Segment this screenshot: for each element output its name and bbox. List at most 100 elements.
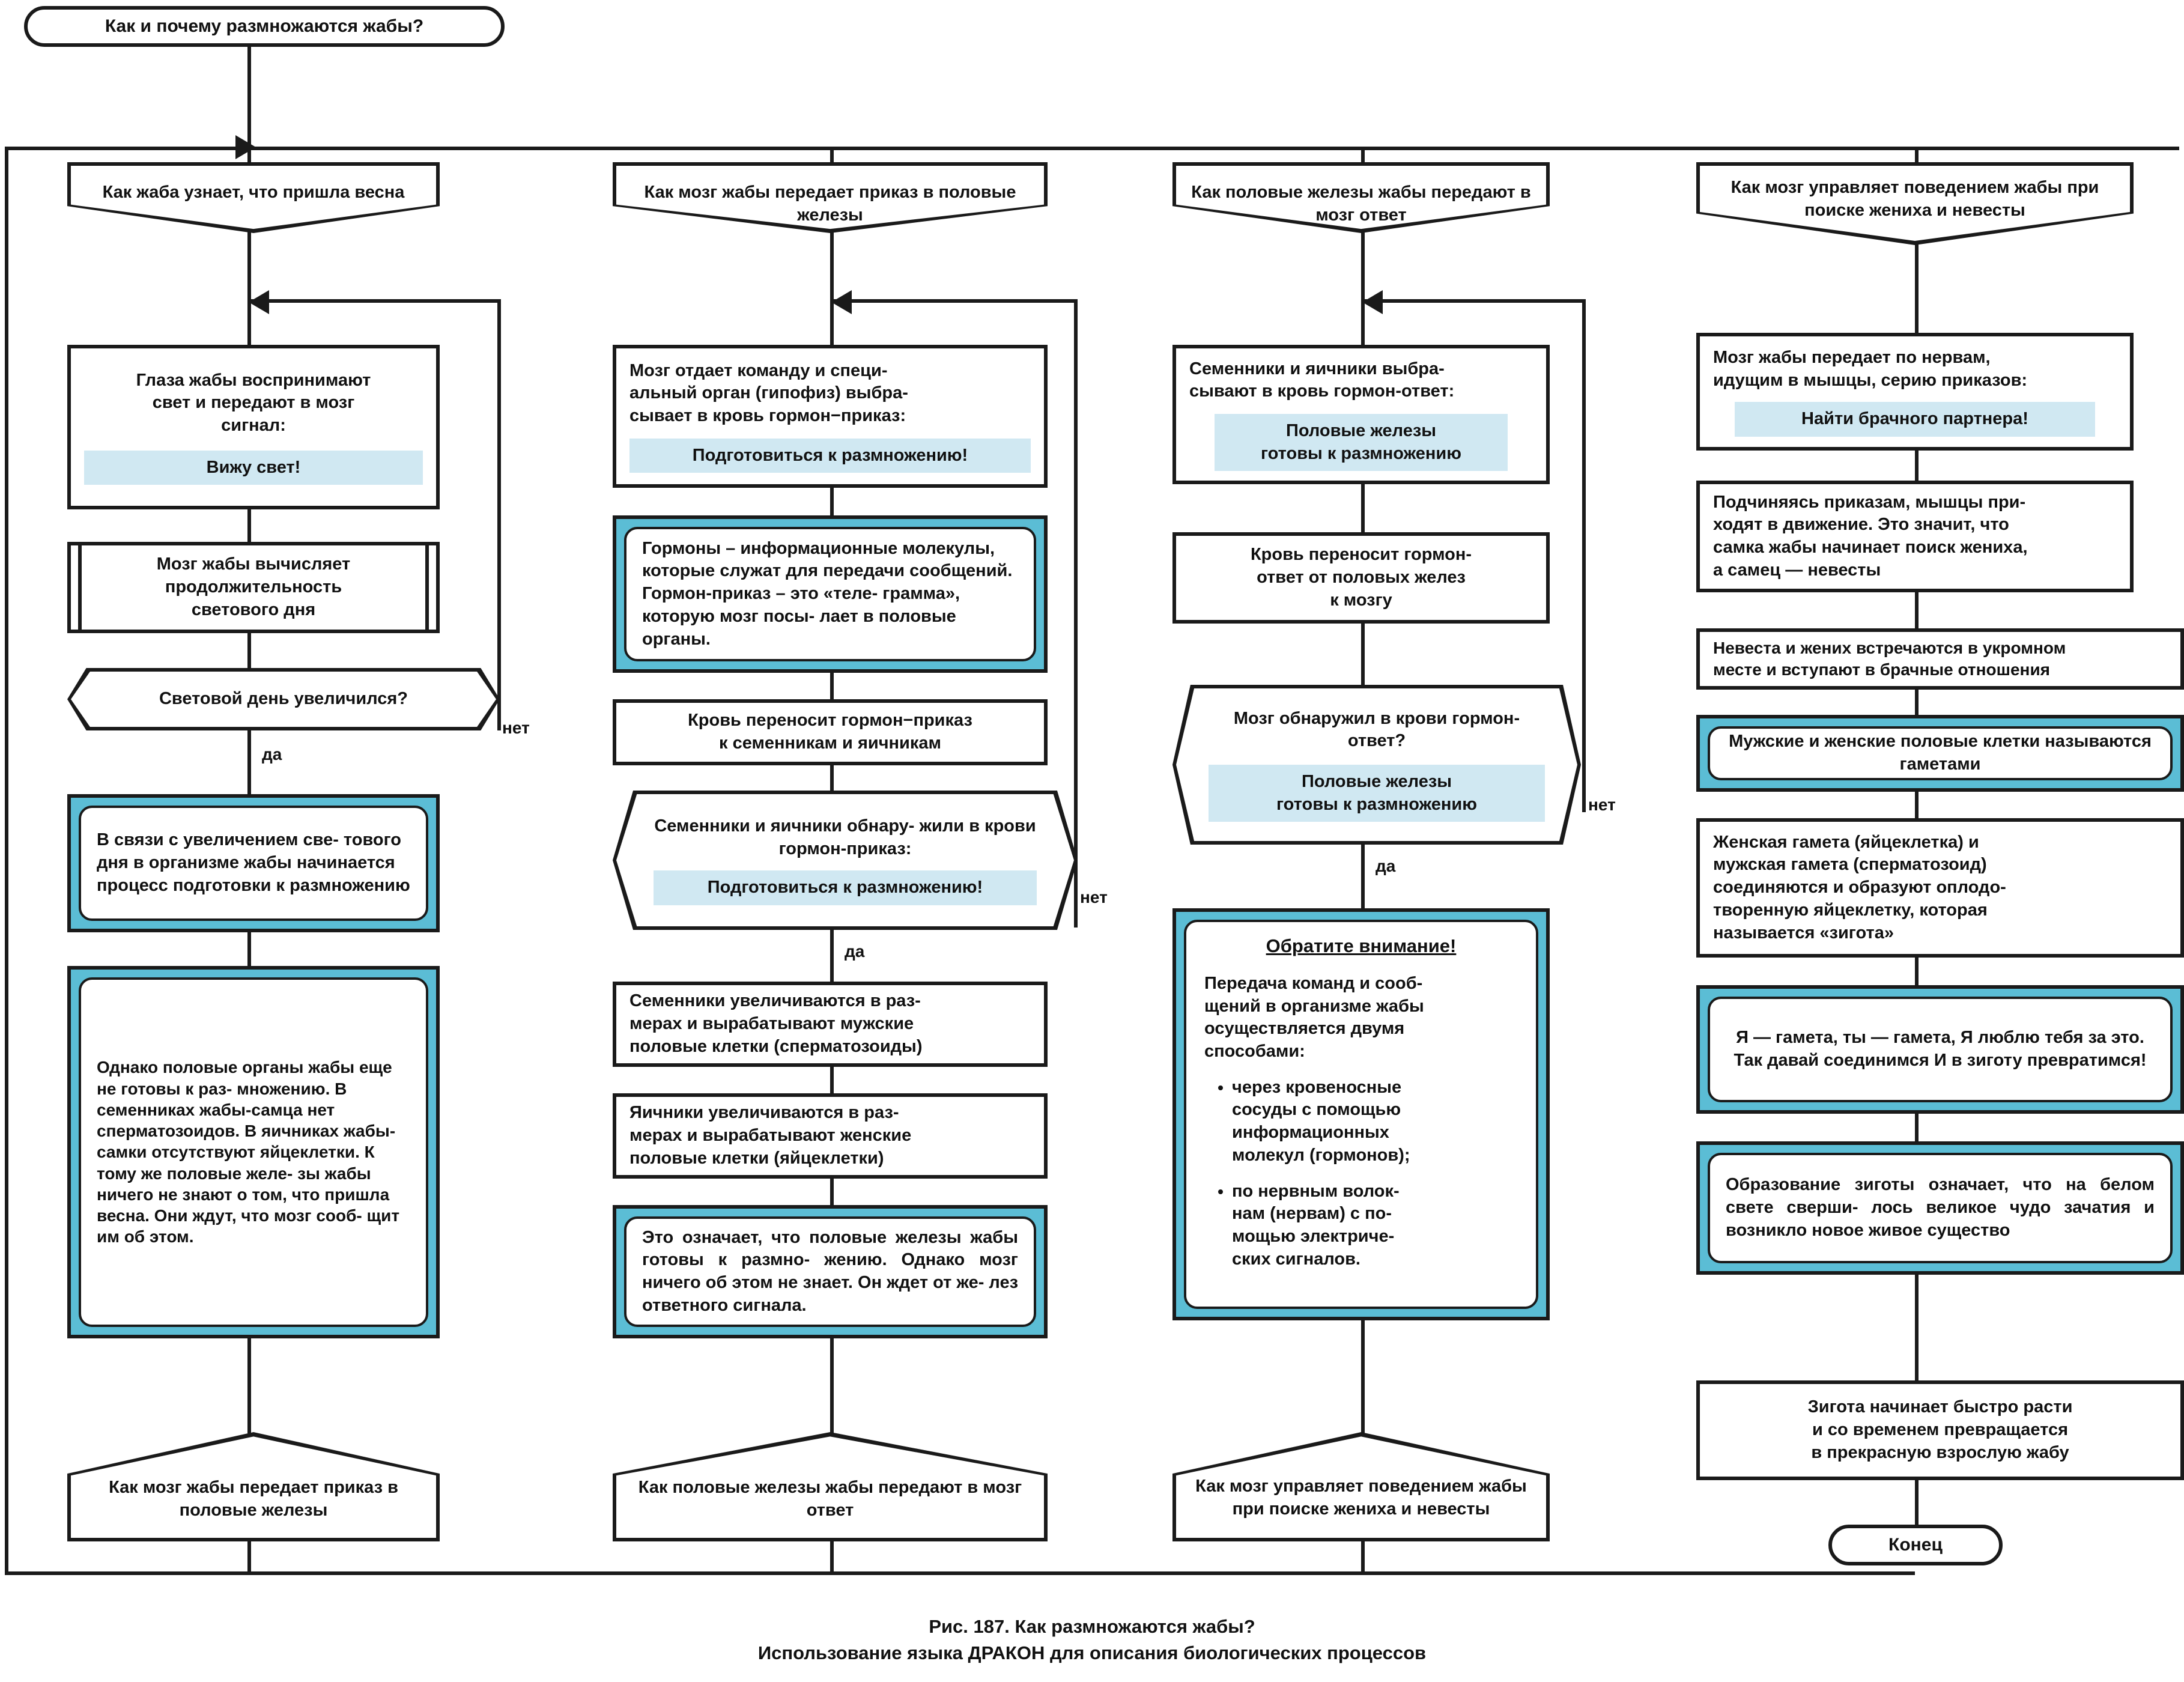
branch-label-no-b1: нет	[502, 718, 530, 737]
start-terminator: Как и почему размножаются жабы?	[24, 6, 505, 47]
remark-gamete-poem[interactable]: Я — гамета, ты — гамета, Я люблю тебя за…	[1696, 985, 2184, 1114]
message-see-light: Вижу свет!	[84, 450, 423, 485]
action-eyes-text: Глаза жабы воспринимают свет и передают …	[136, 370, 371, 435]
message-prepare-reproduction-2: Подготовиться к размножению!	[654, 870, 1037, 905]
remark-zygote-miracle[interactable]: Образование зиготы означает, что на бело…	[1696, 1141, 2184, 1275]
branch-header-2-label: Как мозг жабы передает приказ в половые …	[644, 183, 1016, 225]
action-muscles-move-text: Подчиняясь приказам, мышцы при- ходят в …	[1713, 492, 2028, 580]
connector-b3-loop-vertical	[1582, 299, 1586, 812]
action-brain-nerve-orders[interactable]: Мозг жабы передает по нервам, идущим в м…	[1696, 333, 2134, 451]
connector-b3-loop-top	[1361, 299, 1586, 303]
action-glands-release-hormone[interactable]: Семенники и яичники выбра- сывают в кров…	[1172, 345, 1550, 484]
remark-preparation-start[interactable]: В связи с увеличением све- тового дня в …	[67, 794, 440, 932]
connector-b2-5	[830, 1179, 834, 1206]
action-brain-hormone-text: Мозг отдает команду и специ- альный орга…	[629, 360, 908, 425]
question-brain-detected-answer-text: Мозг обнаружил в крови гормон-ответ?	[1233, 708, 1520, 751]
branch-label-yes-b3: да	[1376, 857, 1396, 875]
start-label: Как и почему размножаются жабы?	[105, 16, 424, 36]
action-zygote-grows[interactable]: Зигота начинает быстро расти и со времен…	[1696, 1380, 2184, 1480]
connector-b2-loop-top	[830, 299, 1078, 303]
action-blood-carries-answer[interactable]: Кровь переносит гормон- ответ от половых…	[1172, 532, 1550, 624]
action-bride-groom-meet-text: Невеста и жених встречаются в укромном м…	[1713, 638, 2066, 679]
question-glands-detected-command[interactable]: Семенники и яичники обнару- жили в крови…	[613, 791, 1078, 930]
message-glands-ready-1: Половые железы готовы к размножению	[1215, 414, 1508, 472]
branch-header-4-label: Как мозг управляет поведением жабы при п…	[1731, 178, 2099, 220]
remark-attention-heading: Обратите внимание!	[1266, 935, 1457, 956]
connector-left-loop	[5, 147, 8, 1575]
connector-b1-loop-top	[247, 299, 501, 303]
connector-b1-header-in	[247, 147, 251, 163]
connector-b1-out	[247, 1541, 251, 1575]
connector-b4-9	[1915, 1480, 1919, 1527]
connector-b3-header-in	[1361, 147, 1365, 163]
connector-top-spine	[5, 147, 2179, 150]
question-brain-detected-answer[interactable]: Мозг обнаружил в крови гормон-ответ? Пол…	[1172, 685, 1581, 845]
address-exit-2[interactable]: Как половые железы жабы передают в мозг …	[613, 1432, 1048, 1541]
connector-b1-3	[247, 932, 251, 967]
question-daylight-increased[interactable]: Световой день увеличился?	[67, 668, 500, 730]
action-zygote-formation[interactable]: Женская гамета (яйцеклетка) и мужская га…	[1696, 818, 2184, 958]
action-glands-release-hormone-text: Семенники и яичники выбра- сывают в кров…	[1189, 359, 1455, 401]
address-exit-1[interactable]: Как мозг жабы передает приказ в половые …	[67, 1432, 440, 1541]
address-exit-2-label: Как половые железы жабы передают в мозг …	[638, 1478, 1022, 1520]
action-brain-nerve-orders-text: Мозг жабы передает по нервам, идущим в м…	[1713, 348, 2028, 390]
branch-header-2[interactable]: Как мозг жабы передает приказ в половые …	[613, 162, 1048, 233]
connector-b2-out	[830, 1541, 834, 1575]
action-testes-grow[interactable]: Семенники увеличиваются в раз- мерах и в…	[613, 982, 1048, 1067]
action-zygote-grows-text: Зигота начинает быстро расти и со времен…	[1807, 1397, 2073, 1462]
remark-zygote-miracle-text: Образование зиготы означает, что на бело…	[1726, 1175, 2155, 1240]
branch-header-1[interactable]: Как жаба узнает, что пришла весна	[67, 162, 440, 233]
question-glands-detected-command-text: Семенники и яичники обнару- жили в крови…	[654, 816, 1036, 859]
list-item: по нервным волок- нам (нервам) с по- мощ…	[1232, 1180, 1518, 1271]
branch-label-yes-b2: да	[845, 942, 865, 961]
action-testes-grow-text: Семенники увеличиваются в раз- мерах и в…	[629, 991, 923, 1056]
remark-glands-ready[interactable]: Это означает, что половые железы жабы го…	[613, 1205, 1048, 1338]
remark-gametes[interactable]: Мужские и женские половые клетки называю…	[1696, 715, 2184, 792]
connector-b3-1	[1361, 484, 1365, 533]
subprogram-compute-daylight[interactable]: Мозг жабы вычисляет продолжительность св…	[67, 542, 440, 633]
action-eyes[interactable]: Глаза жабы воспринимают свет и передают …	[67, 345, 440, 509]
connector-b4-2	[1915, 451, 1919, 482]
connector-start-down	[247, 47, 251, 150]
arrowhead-b3-loop	[1362, 290, 1383, 314]
remark-hormones-definition[interactable]: Гормоны – информационные молекулы, котор…	[613, 515, 1048, 673]
address-exit-3[interactable]: Как мозг управляет поведением жабы при п…	[1172, 1432, 1550, 1541]
action-blood-carries-answer-text: Кровь переносит гормон- ответ от половых…	[1250, 545, 1472, 610]
branch-header-3[interactable]: Как половые железы жабы передают в мозг …	[1172, 162, 1550, 233]
message-prepare-reproduction-1: Подготовиться к размножению!	[629, 438, 1031, 473]
connector-b2-1	[830, 488, 834, 517]
connector-b3-3	[1361, 1320, 1365, 1433]
remark-organs-not-ready[interactable]: Однако половые органы жабы еще не готовы…	[67, 966, 440, 1338]
branch-label-yes-b1: да	[262, 745, 282, 764]
action-blood-carries-command[interactable]: Кровь переносит гормон−приказ к семенник…	[613, 699, 1048, 765]
action-bride-groom-meet[interactable]: Невеста и жених встречаются в укромном м…	[1696, 628, 2184, 690]
address-exit-3-label: Как мозг управляет поведением жабы при п…	[1195, 1477, 1527, 1519]
connector-b4-header-in	[1915, 147, 1919, 163]
branch-label-no-b3: нет	[1588, 795, 1616, 814]
action-muscles-move[interactable]: Подчиняясь приказам, мышцы при- ходят в …	[1696, 481, 2134, 592]
subprogram-compute-daylight-text: Мозг жабы вычисляет продолжительность св…	[156, 554, 351, 619]
connector-b1-2	[247, 633, 251, 669]
connector-b3-2	[1361, 624, 1365, 686]
action-zygote-formation-text: Женская гамета (яйцеклетка) и мужская га…	[1713, 832, 2006, 943]
connector-b2-header-in	[830, 147, 834, 163]
connector-b4-6	[1915, 958, 1919, 986]
connector-b2-6	[830, 1338, 834, 1433]
branch-header-4[interactable]: Как мозг управляет поведением жабы при п…	[1696, 162, 2134, 245]
figure-caption-line2: Использование языка ДРАКОН для описания …	[757, 1642, 1427, 1663]
connector-b2-loop-drop	[830, 299, 834, 346]
remark-attention[interactable]: Обратите внимание! Передача команд и соо…	[1172, 908, 1550, 1320]
remark-preparation-start-text: В связи с увеличением све- тового дня в …	[97, 830, 410, 895]
action-brain-hormone[interactable]: Мозг отдает команду и специ- альный орга…	[613, 345, 1048, 488]
list-item: через кровеносные сосуды с помощью инфор…	[1232, 1076, 1518, 1167]
connector-b4-1	[1915, 244, 1919, 334]
remark-attention-paragraph: Передача команд и сооб- щений в организм…	[1204, 974, 1424, 1061]
connector-b1-h-to-loop	[247, 232, 251, 311]
action-ovaries-grow[interactable]: Яичники увеличиваются в раз- мерах и выр…	[613, 1093, 1048, 1179]
connector-b2-4	[830, 1067, 834, 1095]
connector-b1-yes	[247, 730, 251, 797]
remark-gametes-text: Мужские и женские половые клетки называю…	[1729, 732, 2152, 774]
connector-b2-yes	[830, 930, 834, 996]
arrowhead-b1-loop	[249, 290, 269, 314]
